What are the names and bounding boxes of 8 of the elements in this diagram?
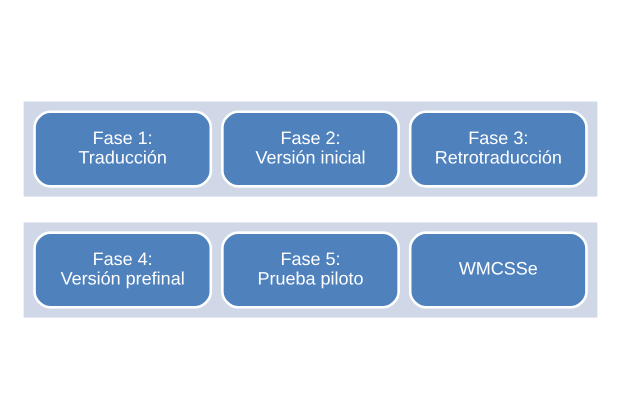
- node-box: Fase 3: Retrotraducción: [408, 110, 588, 188]
- node-box: Fase 2: Versión inicial: [221, 110, 400, 188]
- cluster: [24, 222, 598, 318]
- node-box: WMCSSe: [408, 231, 588, 309]
- cluster: [24, 101, 598, 197]
- node-box: Fase 5: Prueba piloto: [221, 231, 400, 309]
- node-box: Fase 1: Traducción: [33, 110, 212, 188]
- node-box: Fase 4: Versión prefinal: [33, 231, 212, 309]
